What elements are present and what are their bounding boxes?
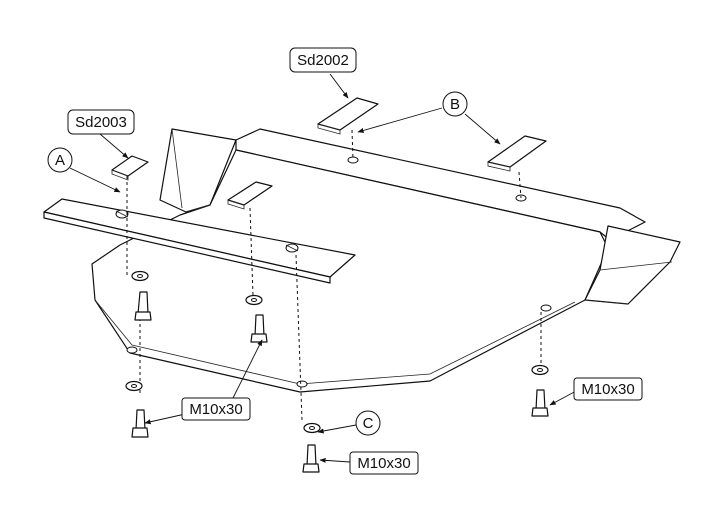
- callout-c-text: C: [363, 415, 374, 432]
- assembly-axes: [126, 129, 542, 421]
- hardware: [125, 270, 549, 473]
- label-bolt-right: M10x30: [573, 377, 643, 401]
- label-sd2003: Sd2003: [67, 109, 135, 135]
- label-bolt-center: M10x30: [349, 451, 419, 475]
- label-sd2002: Sd2002: [289, 47, 357, 73]
- callout-c: C: [355, 410, 381, 436]
- plate-sd2002: [317, 97, 379, 135]
- callout-b-text: B: [450, 96, 460, 113]
- plate-sd2003: [111, 155, 149, 181]
- label-sd2002-text: Sd2002: [297, 52, 349, 69]
- plate-b-right: [487, 135, 547, 172]
- bolt-center-left: [250, 314, 268, 343]
- callout-a: A: [47, 147, 73, 173]
- mounting-crossbar: [43, 198, 356, 284]
- bolt-lower-left: [131, 409, 149, 438]
- bolt-right: [531, 389, 549, 417]
- label-bolt-left-text: M10x30: [189, 401, 242, 418]
- plate-center: [227, 181, 273, 210]
- bolt-upper-left: [134, 291, 152, 321]
- label-bolt-center-text: M10x30: [357, 455, 410, 472]
- callout-a-text: A: [55, 152, 65, 169]
- label-sd2003-text: Sd2003: [75, 114, 127, 131]
- skid-plate: [91, 128, 681, 393]
- label-bolt-left: M10x30: [181, 397, 251, 421]
- bolt-center-bottom: [302, 444, 320, 473]
- label-bolt-right-text: M10x30: [581, 381, 634, 398]
- callout-b: B: [442, 91, 468, 117]
